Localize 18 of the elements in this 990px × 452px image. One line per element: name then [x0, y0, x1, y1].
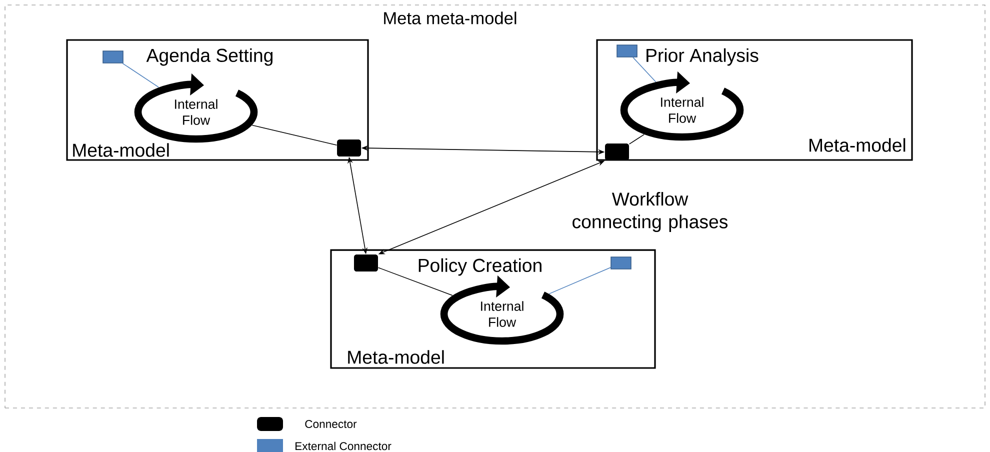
- legend-label: External Connector: [296, 442, 392, 450]
- connector-line: [632, 57, 656, 82]
- connector-line: [628, 134, 644, 144]
- external-connector: [102, 50, 124, 64]
- external-connector: [610, 256, 632, 270]
- connector: [354, 254, 378, 272]
- connector-line: [252, 124, 338, 146]
- legend-label: Connector: [305, 420, 357, 428]
- note-text: Workflow connecting phases: [572, 192, 728, 232]
- connector-line: [548, 267, 611, 294]
- node-label: Internal Flow: [481, 301, 524, 327]
- connector: [337, 140, 362, 156]
- external-connector: [616, 44, 638, 58]
- node-label: Internal Flow: [175, 99, 218, 125]
- connector: [605, 144, 630, 160]
- connector-line: [122, 63, 159, 88]
- connector-line: [378, 267, 453, 296]
- node-label: Internal Flow: [661, 97, 704, 123]
